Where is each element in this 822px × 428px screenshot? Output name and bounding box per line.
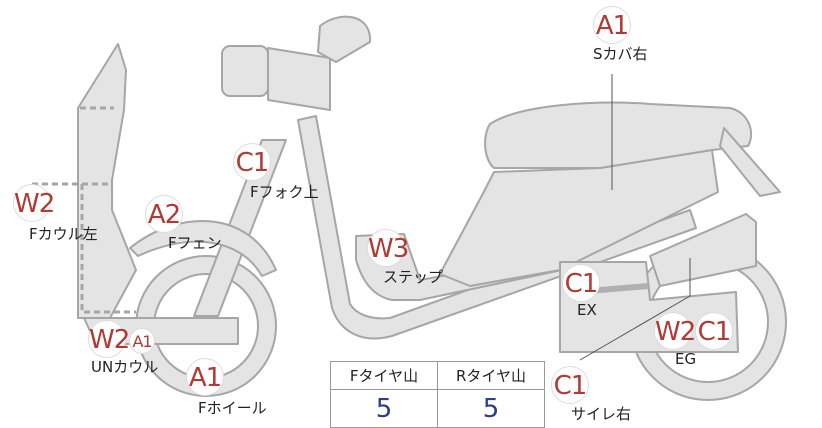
ex-badge: C1 (562, 264, 600, 302)
step-label: ステップ (383, 268, 444, 286)
headlight (221, 45, 269, 97)
rear-tire-header: Rタイヤ山 (437, 361, 545, 390)
ex-label: EX (577, 301, 597, 319)
frame (297, 115, 697, 340)
f-cowl-left-label: Fカウル左 (29, 225, 98, 243)
rear-tire-value: 5 (437, 389, 545, 428)
f-fork-upper-badge: C1 (233, 143, 271, 181)
s-cover-right-label: Sカバ右 (593, 45, 648, 63)
engine (559, 261, 739, 353)
f-fender-badge: A2 (145, 195, 183, 233)
rear-body (439, 149, 719, 287)
front-cowl (77, 43, 137, 319)
un-cowl-a-badge: A1 (129, 328, 155, 354)
silencer-right-badge: C1 (551, 366, 589, 404)
front-fender (129, 220, 277, 277)
front-tire-value: 5 (330, 389, 438, 428)
eg-w-badge: W2 (654, 312, 696, 350)
silencer-right-label: サイレ右 (571, 405, 632, 423)
front-fork (193, 139, 287, 317)
f-wheel-badge: A1 (186, 358, 224, 396)
mirror (317, 15, 372, 63)
front-tire-header: Fタイヤ山 (330, 361, 438, 390)
eg-c-badge: C1 (695, 312, 733, 350)
f-wheel-label: Fホイール (198, 399, 267, 417)
tire-tread-table: Fタイヤ山 Rタイヤ山 5 5 (330, 361, 545, 428)
eg-label: EG (675, 350, 697, 368)
step-badge: W3 (367, 229, 409, 267)
s-cover-right-badge: A1 (593, 6, 631, 44)
muffler (649, 213, 757, 287)
f-fork-upper-label: Fフォク上 (250, 183, 319, 201)
f-cowl-left-badge: W2 (13, 184, 55, 222)
seat (484, 101, 753, 169)
un-cowl-w-badge: W2 (88, 320, 130, 358)
un-cowl-label: UNカウル (91, 358, 159, 376)
f-fender-label: Fフェン (168, 234, 222, 252)
